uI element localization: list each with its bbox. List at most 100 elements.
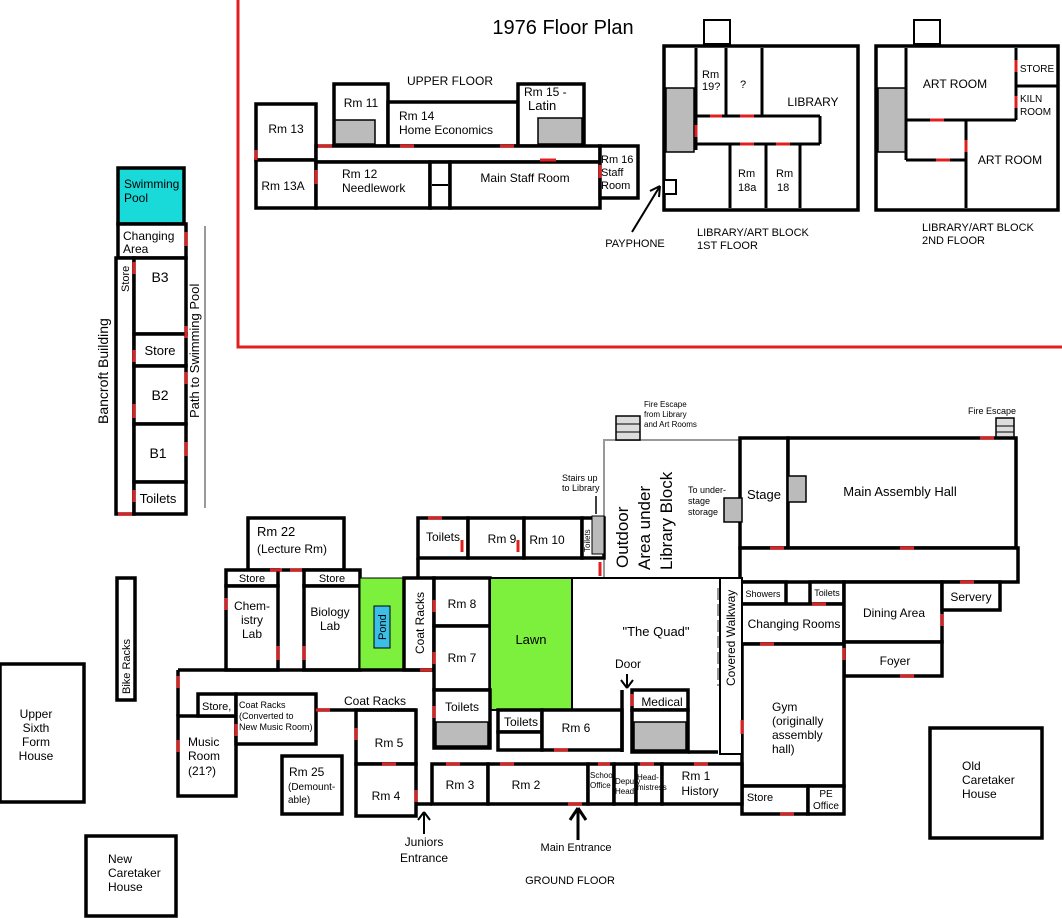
bancroft-building xyxy=(114,166,188,516)
bancroft-building-label: Bancroft Building xyxy=(95,318,111,424)
rm12-sub-label: Needlework xyxy=(342,181,406,195)
upper-sixth-label-3: Form xyxy=(22,735,50,749)
store-music-label: Store, xyxy=(202,701,231,713)
stairs-rm15 xyxy=(537,117,583,145)
under-stage-label-1: To under- xyxy=(688,485,726,495)
rm18-label: Rm xyxy=(776,168,793,180)
rm19-label: Rm xyxy=(702,69,719,81)
store-gym-label: Store xyxy=(747,792,773,804)
unknown-room-label: ? xyxy=(740,79,746,91)
stairs-up-label-1: Stairs up xyxy=(562,473,598,483)
bancroft-toilets-label: Toilets xyxy=(140,491,177,506)
kiln-room-label: KILN xyxy=(1020,94,1042,105)
under-stage-label-2: stage xyxy=(688,496,710,506)
plan-title: 1976 Floor Plan xyxy=(492,17,633,39)
music-room-label-3: (21?) xyxy=(188,764,216,778)
dining-area-label: Dining Area xyxy=(863,606,925,620)
bike-racks xyxy=(115,576,137,702)
old-caretaker-label-3: House xyxy=(962,787,997,801)
rm11-label: Rm 11 xyxy=(344,96,379,110)
medical-label: Medical xyxy=(641,695,682,709)
store-biology-label: Store xyxy=(319,573,345,585)
rm25-label-2: (Demount- xyxy=(288,782,335,793)
coat-racks-converted-label-3: New Music Room) xyxy=(239,722,313,732)
outdoor-area-label-2: Area under xyxy=(635,486,654,570)
rm13-label: Rm 13 xyxy=(268,122,304,136)
path-to-pool-label: Path to Swimming Pool xyxy=(187,283,202,418)
outdoor-area-label-3: Library Block xyxy=(657,471,676,570)
toilets-c-label: Toilets xyxy=(504,715,538,729)
gym-label-4: hall) xyxy=(772,742,795,756)
bancroft-store-vertical-label: Store xyxy=(120,266,132,292)
chemistry-lab-label-3: Lab xyxy=(242,627,262,641)
rm13a-label: Rm 13A xyxy=(261,179,304,193)
rm1-label: Rm 1 xyxy=(682,769,711,783)
juniors-entrance-label-2: Entrance xyxy=(400,851,448,865)
coat-racks-converted-label-2: (Converted to xyxy=(239,711,294,721)
fire-escape-library-label-3: and Art Rooms xyxy=(644,420,697,429)
rm12-label: Rm 12 xyxy=(342,167,378,181)
rm8-label: Rm 8 xyxy=(448,597,477,611)
deputy-head-label-2: Head xyxy=(615,787,634,796)
door-label: Door xyxy=(615,657,641,671)
fire-escape-library-label-1: Fire Escape xyxy=(644,400,687,409)
music-room-label-2: Room xyxy=(188,749,220,763)
swimming-pool-label: Swimming xyxy=(124,177,179,191)
store-chemistry-label: Store xyxy=(239,573,265,585)
b1-label: B1 xyxy=(149,445,166,461)
store-art-label: STORE xyxy=(1020,64,1055,75)
rm9-label: Rm 9 xyxy=(488,532,517,546)
upper-floor-block xyxy=(254,82,640,210)
library-block-2nd-floor xyxy=(874,19,1060,212)
the-quad-label: "The Quad" xyxy=(622,624,689,639)
payphone-arrow xyxy=(631,185,661,233)
library-label: LIBRARY xyxy=(787,95,838,109)
kiln-room-sub-label: ROOM xyxy=(1020,107,1051,118)
ground-floor-block xyxy=(176,415,1020,818)
toilets-small-label: Toilets xyxy=(583,529,592,552)
headmistress-label-2: mistress xyxy=(637,783,667,792)
toilets-gym-label: Toilets xyxy=(814,588,840,598)
chemistry-lab-label-2: istry xyxy=(241,613,263,627)
upper-sixth-label-4: House xyxy=(19,749,54,763)
library-1st-floor-caption: 1ST FLOOR xyxy=(697,240,758,252)
art-room-2-label: ART ROOM xyxy=(978,153,1042,167)
library-1st-caption: LIBRARY/ART BLOCK xyxy=(697,227,810,239)
coat-racks-label: Coat Racks xyxy=(344,694,406,708)
toilets-b-label: Toilets xyxy=(445,700,479,714)
rm16-staff-label: Staff xyxy=(601,167,624,179)
rm25-label-3: able) xyxy=(288,795,310,806)
old-caretaker-house xyxy=(928,726,1044,840)
school-office-label-1: School xyxy=(590,771,615,780)
lawn-label: Lawn xyxy=(515,632,546,647)
new-caretaker-house xyxy=(84,834,178,918)
pond-label: Pond xyxy=(377,614,389,640)
rm14-sub-label: Home Economics xyxy=(399,123,493,137)
art-room-1-label: ART ROOM xyxy=(923,77,987,91)
rm18a-label: Rm xyxy=(738,168,755,180)
rm19-number-label: 19? xyxy=(702,81,720,93)
changing-rooms-label: Changing Rooms xyxy=(748,617,841,631)
pe-office-label-2: Office xyxy=(813,801,839,812)
showers-label: Showers xyxy=(745,589,781,599)
upper-sixth-label-1: Upper xyxy=(20,707,53,721)
rm6-label: Rm 6 xyxy=(562,721,591,735)
stairs-up-label-2: to Library xyxy=(562,483,600,493)
rm15-label: Rm 15 - xyxy=(524,85,567,99)
foyer-label: Foyer xyxy=(880,654,911,668)
rm2-label: Rm 2 xyxy=(512,778,541,792)
pe-office-label-1: PE xyxy=(819,789,833,800)
juniors-entrance-label-1: Juniors xyxy=(405,835,444,849)
chemistry-lab-label-1: Chem- xyxy=(234,599,270,613)
outdoor-area-label-1: Outdoor xyxy=(613,506,632,568)
swimming-pool-sub-label: Pool xyxy=(124,191,148,205)
library-2nd-floor-caption: 2ND FLOOR xyxy=(922,235,985,247)
library-block-1st-floor xyxy=(662,19,860,212)
rm16-room-label: Room xyxy=(601,180,630,192)
toilets-a-label: Toilets xyxy=(426,530,460,544)
b3-label: B3 xyxy=(151,269,168,285)
rm25-label: Rm 25 xyxy=(289,765,325,779)
pond-water xyxy=(373,605,391,649)
covered-walkway-label: Covered Walkway xyxy=(724,590,738,686)
